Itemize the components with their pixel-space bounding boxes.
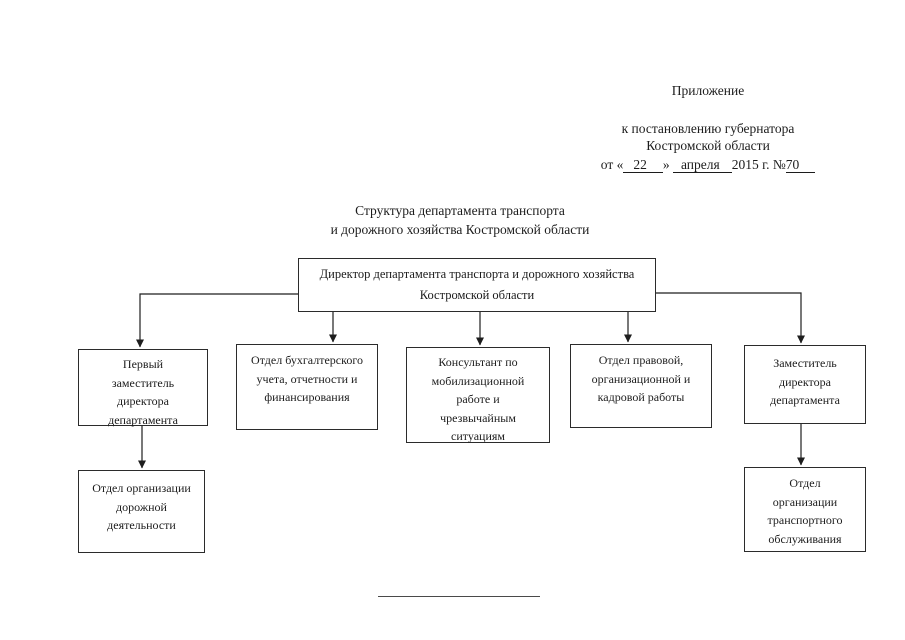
org-box-road-dept: Отдел организации дорожной деятельности xyxy=(78,470,205,553)
date-year-suffix: 2015 г. № xyxy=(731,156,786,172)
date-prefix: от « xyxy=(600,156,624,172)
org-box-accounting: Отдел бухгалтерского учета, отчетности и… xyxy=(236,344,378,430)
org-box-deputy: Заместитель директора департамента xyxy=(744,345,866,424)
org-box-transport-dept: Отдел организации транспортного обслужив… xyxy=(744,467,866,552)
decree-line-2: Костромской области xyxy=(646,138,770,153)
chart-title-line-2: и дорожного хозяйства Костромской област… xyxy=(330,222,590,237)
org-box-legal: Отдел правовой, организационной и кадров… xyxy=(570,344,712,428)
date-day: 22 xyxy=(623,157,663,173)
date-close-quote: » xyxy=(662,156,670,172)
org-box-first-deputy: Первый заместитель директора департамент… xyxy=(78,349,208,427)
chart-title: Структура департамента транспорта и доро… xyxy=(60,201,860,239)
org-box-director: Директор департамента транспорта и дорож… xyxy=(298,258,656,312)
date-month: апреля xyxy=(672,157,732,173)
appendix-label: Приложение xyxy=(671,83,745,98)
footnote-separator xyxy=(378,596,540,597)
header-block: Приложение к постановлению губернатора К… xyxy=(560,82,856,173)
decree-line-1: к постановлению губернатора xyxy=(621,120,795,136)
org-box-consultant: Консультант по мобилизационной работе и … xyxy=(406,347,550,443)
date-number: 70 xyxy=(785,157,816,173)
chart-title-line-1: Структура департамента транспорта xyxy=(355,203,565,218)
